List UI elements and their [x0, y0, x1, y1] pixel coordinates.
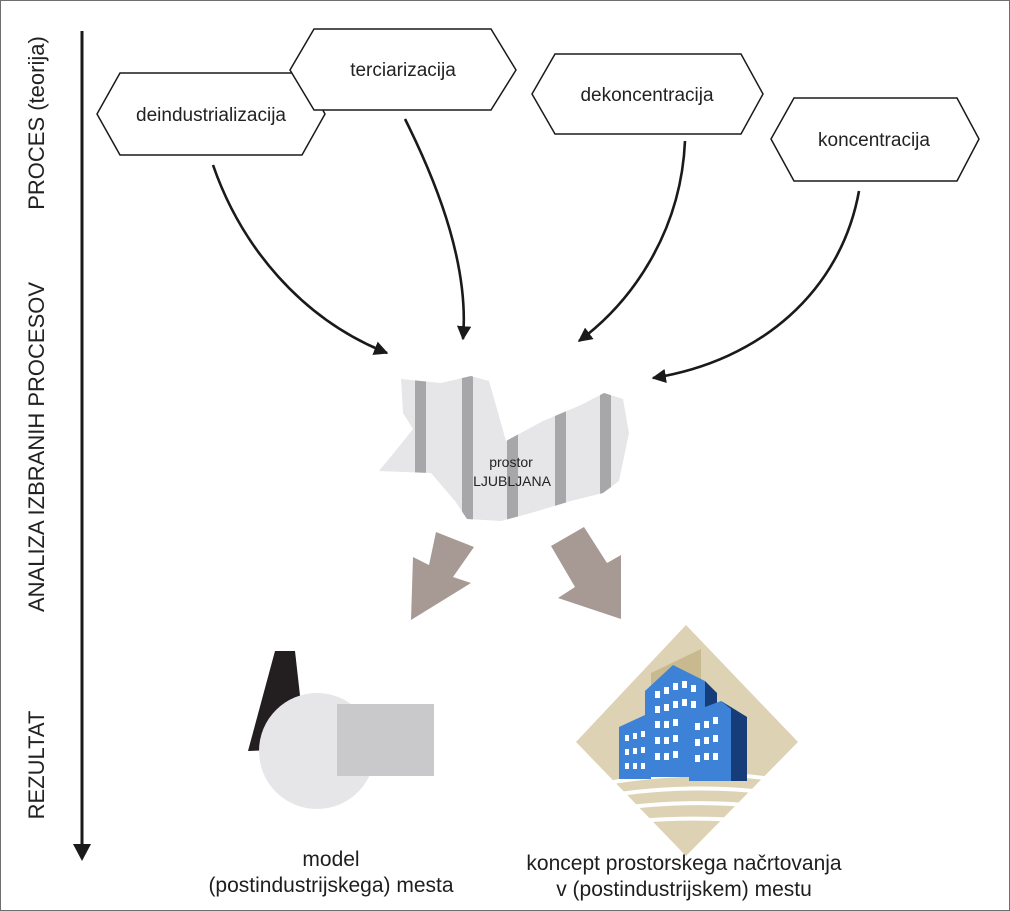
- process-terciarizacija: terciarizacija: [289, 28, 517, 111]
- result-arrows: [411, 527, 621, 620]
- timeline-axis: [73, 31, 91, 861]
- process-label: deindustrializacija: [136, 105, 286, 126]
- hexagon-shape: [289, 28, 517, 111]
- process-label: koncentracija: [818, 130, 930, 151]
- city-icon: [576, 625, 798, 856]
- ljubljana-map: prostor LJUBLJANA: [379, 376, 629, 521]
- model-square: [337, 704, 434, 776]
- process-arrows: [211, 118, 861, 384]
- process-koncentracija: koncentracija: [770, 97, 980, 182]
- map-shape: [379, 376, 629, 521]
- side-label-analysis: ANALIZA IZBRANIH PROCESOV: [24, 282, 49, 612]
- arrow-deindustrializacija: [211, 164, 389, 355]
- model-icon: [248, 651, 434, 809]
- model-caption-line2: (postindustrijskega) mesta: [208, 874, 454, 897]
- model-caption: model (postindustrijskega) mesta: [208, 847, 453, 899]
- process-dekoncentracija: dekoncentracija: [531, 53, 764, 135]
- result-arrow-right: [551, 527, 621, 619]
- arrow-dekoncentracija: [577, 140, 687, 343]
- process-deindustrializacija: deindustrializacija: [96, 72, 326, 156]
- side-label-process: PROCES (teorija): [24, 36, 49, 210]
- map-stripes: [415, 376, 611, 521]
- arrow-terciarizacija: [403, 118, 472, 341]
- building-right-side: [721, 701, 747, 781]
- arrow-koncentracija: [651, 190, 861, 384]
- process-label: dekoncentracija: [580, 85, 714, 106]
- concept-caption-line1: koncept prostorskega načrtovanja: [526, 852, 842, 875]
- model-caption-line1: model: [302, 848, 360, 871]
- map-label-prostor: prostor: [489, 454, 533, 470]
- concept-caption-line2: v (postindustrijskem) mestu: [556, 878, 812, 901]
- side-label-result: REZULTAT: [24, 711, 49, 820]
- concept-caption: koncept prostorskega načrtovanja v (post…: [489, 851, 879, 903]
- building-windows: [625, 681, 718, 769]
- map-label-ljubljana: LJUBLJANA: [473, 473, 551, 489]
- hexagon-shape: [531, 53, 764, 135]
- hexagon-shape: [770, 97, 980, 182]
- process-label: terciarizacija: [350, 60, 456, 81]
- axis-arrowhead: [73, 844, 91, 861]
- result-arrow-left: [411, 532, 474, 620]
